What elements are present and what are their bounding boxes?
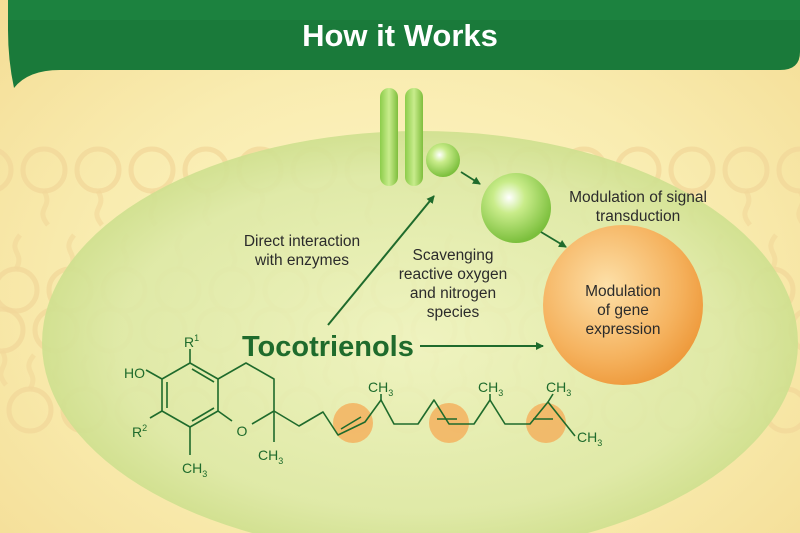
methyl-chain-3: CH3: [546, 379, 571, 398]
receptor-bar-right: [405, 88, 423, 186]
methyl-chain-end: CH3: [577, 429, 602, 448]
label-gene-expression: Modulation of gene expression: [563, 282, 683, 339]
lipid-head: [0, 306, 26, 354]
arrow-to-signal: [460, 171, 481, 185]
signal-molecule-small: [426, 143, 460, 177]
lipid-tail: [40, 189, 51, 227]
methyl-chain-2: CH3: [478, 379, 503, 398]
ho-label: HO: [124, 365, 145, 381]
title-banner: [8, 0, 800, 88]
tocotrienols-label: Tocotrienols: [242, 331, 414, 363]
label-line: Scavenging: [412, 247, 494, 264]
methyl-aromatic: CH3: [182, 460, 207, 479]
lipid-head: [6, 386, 54, 434]
double-bond-highlight-1: [333, 403, 373, 443]
lipid-head: [722, 146, 770, 194]
molecule-labels: HO R1 R2 O CH3 CH3 CH3 CH3 CH3 CH3: [124, 333, 602, 479]
label-signal-transduction: Modulation of signal transduction: [548, 188, 728, 226]
lipid-head: [128, 146, 176, 194]
label-line: species: [426, 304, 480, 321]
lipid-head: [776, 146, 800, 194]
methyl-ring: CH3: [258, 447, 283, 466]
r1-label: R1: [184, 333, 199, 350]
lipid-tail: [12, 233, 23, 271]
lipid-tail: [0, 349, 9, 387]
arrow-to-gene: [540, 231, 567, 248]
tocotrienol-structure: [145, 349, 576, 455]
label-line: Modulation: [585, 283, 661, 300]
double-bond-highlight-3: [526, 403, 566, 443]
lipid-tail: [26, 353, 37, 391]
ring-oxygen-label: O: [237, 423, 248, 439]
label-line: Modulation of signal: [569, 189, 707, 206]
label-line: and nitrogen: [409, 285, 497, 302]
lipid-head: [668, 146, 716, 194]
label-line: reactive oxygen: [398, 266, 508, 283]
lipid-head: [20, 146, 68, 194]
lipid-head: [0, 148, 14, 192]
lipid-tail: [768, 233, 779, 271]
label-direct-interaction: Direct interaction with enzymes: [222, 232, 382, 270]
label-line: of gene: [597, 302, 649, 319]
r2-label: R2: [132, 423, 147, 440]
receptor-bar-left: [380, 88, 398, 186]
arrow-to-receptor: [327, 195, 435, 326]
nucleus-circle: [543, 225, 703, 385]
label-line: transduction: [595, 208, 681, 225]
lipid-head: [74, 146, 122, 194]
label-line: with enzymes: [255, 252, 349, 269]
lipid-tail: [94, 189, 105, 227]
label-line: Direct interaction: [243, 233, 361, 250]
label-line: expression: [585, 321, 661, 338]
signal-molecule-medium: [481, 173, 551, 243]
methyl-chain-1: CH3: [368, 379, 393, 398]
label-scavenging: Scavenging reactive oxygen and nitrogen …: [378, 246, 528, 322]
lipid-tail: [742, 189, 753, 227]
lipid-head: [0, 266, 40, 314]
page-title: How it Works: [302, 18, 498, 53]
